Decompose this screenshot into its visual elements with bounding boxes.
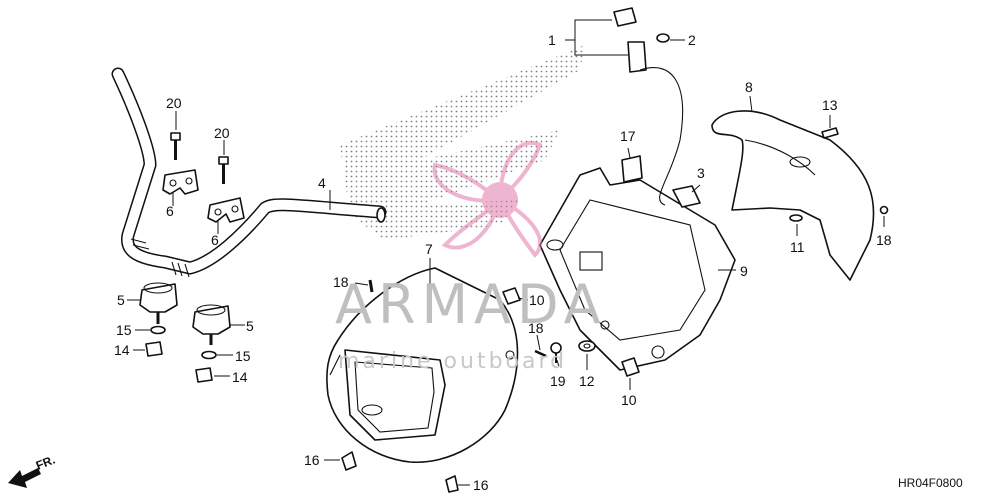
label-part-8: 8 (745, 79, 753, 95)
case-part-9 (539, 167, 736, 371)
watermark-logo (432, 141, 543, 259)
headlight-case-part-7 (326, 267, 519, 463)
cover-part-8 (711, 110, 875, 281)
label-part-6-left: 6 (166, 203, 174, 219)
label-part-14-right: 14 (232, 369, 248, 385)
label-part-18-center: 18 (528, 320, 544, 336)
grommet-part-11 (789, 214, 803, 222)
collar-part-12 (578, 340, 596, 352)
bolt-left-part-18 (368, 279, 374, 293)
front-arrow-icon (8, 468, 41, 488)
bolt-right-part-18 (879, 205, 889, 215)
watermark: ARMADA marine outboard (335, 141, 607, 374)
label-part-18-right: 18 (876, 232, 892, 248)
label-part-15-left: 15 (116, 322, 132, 338)
clip-upper-part-16 (341, 451, 357, 471)
label-part-19: 19 (550, 373, 566, 389)
background-wing-pattern (340, 45, 585, 240)
label-part-20-left: 20 (166, 95, 182, 111)
label-part-10-lower: 10 (621, 392, 637, 408)
label-part-5-right: 5 (246, 318, 254, 334)
front-direction-indicator: FR. (8, 453, 57, 488)
label-part-17: 17 (620, 128, 636, 144)
clip-part-13 (821, 127, 839, 139)
handlebar-part-4 (111, 67, 387, 278)
label-part-20-right: 20 (214, 125, 230, 141)
label-part-9: 9 (740, 263, 748, 279)
upper-holder-right-part-6 (207, 197, 245, 223)
label-part-6-right: 6 (211, 232, 219, 248)
lower-holder-left-part-5 (139, 282, 178, 324)
label-part-5-left: 5 (117, 292, 125, 308)
label-part-2: 2 (688, 32, 696, 48)
bolt-center-part-18 (534, 349, 547, 358)
label-part-10-upper: 10 (529, 292, 545, 308)
watermark-tagline: marine outboard (338, 349, 567, 374)
lower-holder-right-part-5 (192, 304, 231, 345)
label-part-14-left: 14 (114, 342, 130, 358)
indicator-socket-part-1 (613, 7, 684, 206)
part-labels: 1 2 3 4 5 5 6 6 7 8 9 10 10 11 12 13 14 … (114, 32, 892, 493)
label-part-3: 3 (697, 165, 705, 181)
screw-part-19 (550, 342, 562, 363)
label-part-13: 13 (822, 97, 838, 113)
diagram-code: HR04F0800 (898, 476, 963, 490)
clip-lower-part-16 (445, 475, 459, 493)
washer-left-part-15 (150, 325, 166, 335)
bolt-right-part-20 (218, 156, 229, 184)
label-part-18-left: 18 (333, 274, 349, 290)
front-direction-label: FR. (34, 453, 57, 473)
grommet-lower-part-10 (621, 357, 640, 377)
label-part-4: 4 (318, 175, 326, 191)
label-part-16-lower: 16 (473, 477, 489, 493)
clamp-part-17 (621, 155, 643, 183)
label-part-16-upper: 16 (304, 452, 320, 468)
label-part-7: 7 (425, 241, 433, 257)
upper-holder-left-part-6 (162, 169, 199, 195)
label-part-11: 11 (790, 239, 805, 255)
nut-right-part-14 (195, 367, 213, 383)
nut-left-part-14 (145, 341, 163, 357)
label-part-12: 12 (579, 373, 595, 389)
leader-lines (127, 19, 885, 486)
bulb-part-2 (656, 33, 670, 43)
grommet-upper-part-10 (502, 287, 521, 305)
label-part-1: 1 (548, 32, 556, 48)
bolt-left-part-20 (170, 132, 181, 160)
washer-right-part-15 (201, 350, 217, 360)
watermark-brand: ARMADA (335, 273, 607, 336)
label-part-15-right: 15 (235, 348, 251, 364)
